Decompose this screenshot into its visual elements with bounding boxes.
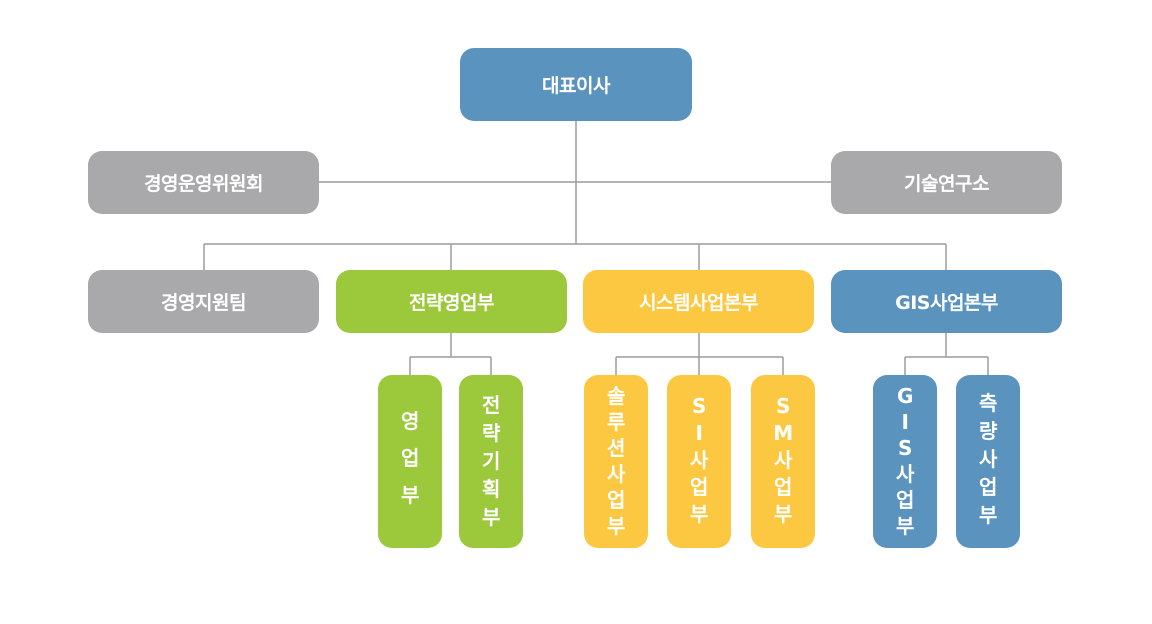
- system-division-box: 시스템사업본부: [583, 270, 814, 333]
- management-committee-box: 경영운영위원회: [88, 151, 319, 214]
- gis-char: 사: [896, 462, 914, 486]
- sales-char: 영: [401, 409, 419, 433]
- survey-char: 부: [979, 503, 997, 527]
- solution-char: 션: [607, 436, 625, 460]
- gis-division-box: GIS사업본부: [831, 270, 1062, 333]
- strategic-planning-box: 전 략 기 획 부: [459, 375, 523, 548]
- solution-char: 업: [607, 488, 625, 512]
- sm-char: 업: [774, 475, 792, 499]
- sm-team-box: S M 사 업 부: [751, 375, 815, 548]
- survey-char: 측: [979, 391, 997, 415]
- survey-char: 업: [979, 475, 997, 499]
- management-committee-label: 경영운영위원회: [144, 173, 263, 195]
- solution-char: 사: [607, 462, 625, 486]
- si-char: I: [695, 421, 703, 445]
- strategic-planning-char: 략: [482, 421, 500, 445]
- si-char: 부: [690, 502, 708, 526]
- strategic-planning-char: 전: [482, 393, 500, 417]
- sm-char: 사: [774, 448, 792, 472]
- sm-char: S: [776, 394, 790, 418]
- survey-team-box: 측 량 사 업 부: [956, 375, 1020, 548]
- gis-char: S: [898, 436, 912, 460]
- solution-char: 루: [607, 410, 625, 434]
- solution-char: 솔: [607, 384, 625, 408]
- tech-lab-label: 기술연구소: [904, 173, 989, 195]
- gis-char: 업: [896, 488, 914, 512]
- gis-char: G: [897, 384, 913, 408]
- ceo-label: 대표이사: [542, 75, 610, 97]
- gis-char: 부: [896, 514, 914, 538]
- gis-char: I: [901, 410, 909, 434]
- strategic-sales-dept-label: 전략영업부: [409, 292, 494, 314]
- sales-char: 부: [401, 483, 419, 507]
- survey-char: 량: [979, 419, 997, 443]
- si-team-box: S I 사 업 부: [667, 375, 731, 548]
- strategic-planning-char: 부: [482, 505, 500, 529]
- solution-team-box: 솔 루 션 사 업 부: [584, 375, 648, 548]
- sales-char: 업: [401, 446, 419, 470]
- strategic-planning-char: 기: [482, 449, 500, 473]
- tech-lab-box: 기술연구소: [831, 151, 1062, 214]
- si-char: 업: [690, 475, 708, 499]
- gis-team-box: G I S 사 업 부: [873, 375, 937, 548]
- si-char: 사: [690, 448, 708, 472]
- mgmt-support-team-box: 경영지원팀: [88, 270, 319, 333]
- solution-char: 부: [607, 514, 625, 538]
- gis-division-label: GIS사업본부: [895, 292, 998, 314]
- strategic-planning-char: 획: [482, 477, 500, 501]
- si-char: S: [692, 394, 706, 418]
- ceo-box: 대표이사: [460, 48, 692, 121]
- sm-char: M: [773, 421, 793, 445]
- mgmt-support-team-label: 경영지원팀: [161, 292, 246, 314]
- sales-team-box: 영 업 부: [378, 375, 442, 548]
- sm-char: 부: [774, 502, 792, 526]
- strategic-sales-dept-box: 전략영업부: [336, 270, 567, 333]
- system-division-label: 시스템사업본부: [639, 292, 758, 314]
- survey-char: 사: [979, 447, 997, 471]
